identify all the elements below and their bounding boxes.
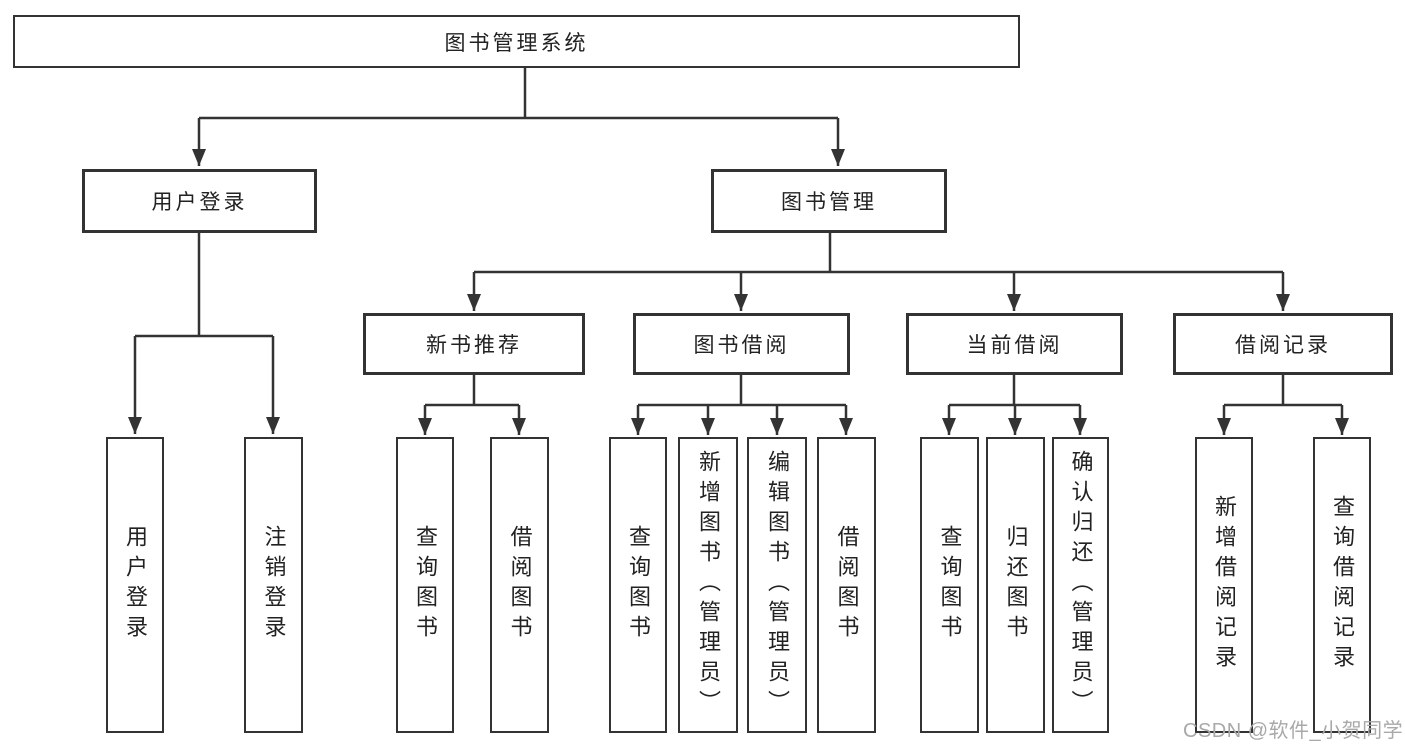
node-book-borrow: 图书借阅 — [633, 313, 850, 375]
leaf-user-login: 用户登录 — [106, 437, 164, 733]
leaf-query-borrow-record: 查询借阅记录 — [1313, 437, 1371, 733]
connector-book-borrow-to-children — [631, 375, 853, 435]
leaf-query-books-borrow: 查询图书 — [609, 437, 667, 733]
node-current-borrow: 当前借阅 — [906, 313, 1123, 375]
connector-user-login-to-children — [128, 233, 280, 434]
connector-current-borrow-to-children — [942, 375, 1087, 435]
leaf-confirm-return-admin: 确认归还（管理员） — [1052, 437, 1109, 733]
node-new-book-recommend: 新书推荐 — [363, 313, 585, 375]
connector-borrow-records-to-children — [1217, 375, 1349, 435]
leaf-add-borrow-record: 新增借阅记录 — [1195, 437, 1253, 733]
csdn-watermark: CSDN @软件_小贺同学 — [1183, 720, 1404, 742]
node-root: 图书管理系统 — [13, 15, 1020, 68]
leaf-borrow-books: 借阅图书 — [817, 437, 876, 733]
node-book-management: 图书管理 — [711, 169, 947, 233]
node-borrow-records: 借阅记录 — [1173, 313, 1393, 375]
node-user-login: 用户登录 — [82, 169, 317, 233]
leaf-return-book: 归还图书 — [986, 437, 1045, 733]
leaf-borrow-books-recommend: 借阅图书 — [490, 437, 549, 733]
connector-root-to-level2 — [192, 68, 845, 166]
leaf-edit-book-admin: 编辑图书（管理员） — [747, 437, 807, 733]
connector-new-book-recommend-to-children — [418, 375, 526, 435]
leaf-query-books-recommend: 查询图书 — [396, 437, 454, 733]
leaf-logout: 注销登录 — [244, 437, 303, 733]
leaf-add-book-admin: 新增图书（管理员） — [678, 437, 738, 733]
connector-book-management-to-children — [467, 233, 1290, 311]
leaf-query-books-current: 查询图书 — [920, 437, 979, 733]
